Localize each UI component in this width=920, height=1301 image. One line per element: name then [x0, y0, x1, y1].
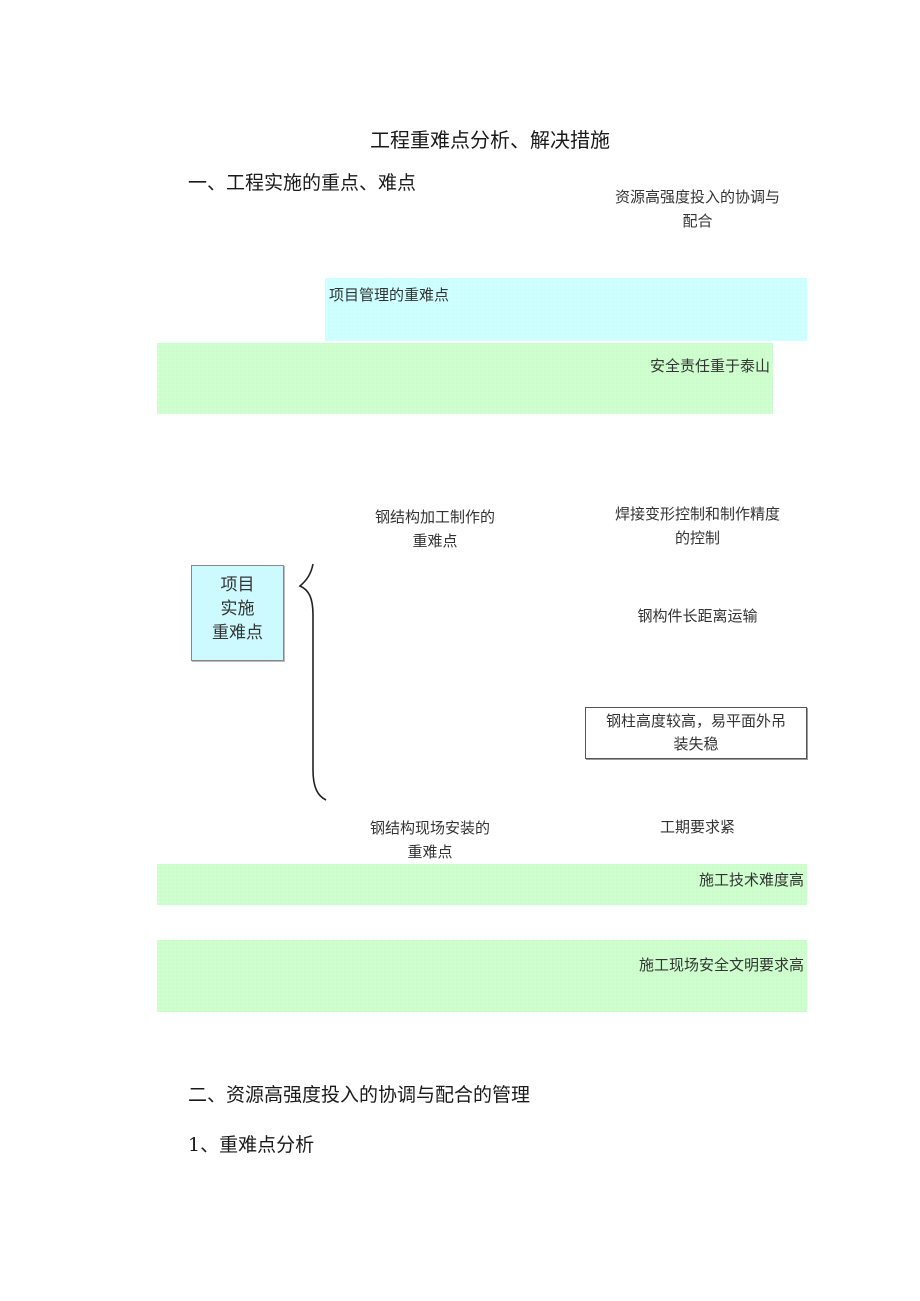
steel-fabrication-line-2: 重难点 — [412, 532, 458, 550]
column-stability-line-1: 钢柱高度较高，易平面外吊 — [605, 712, 786, 730]
technical-difficulty-band: 施工技术难度高 — [157, 864, 807, 905]
subsection-1-heading: 1、重难点分析 — [188, 1134, 315, 1156]
column-stability-box: 钢柱高度较高，易平面外吊 装失稳 — [585, 707, 807, 759]
welding-control-label: 焊接变形控制和制作精度 的控制 — [590, 502, 805, 550]
project-management-label: 项目管理的重难点 — [329, 286, 450, 304]
steel-installation-line-1: 钢结构现场安装的 — [369, 819, 490, 837]
site-safety-label: 施工现场安全文明要求高 — [638, 956, 804, 974]
steel-installation-label: 钢结构现场安装的 重难点 — [335, 816, 525, 864]
resources-label-line-1: 资源高强度投入的协调与 — [614, 188, 780, 206]
welding-control-line-2: 的控制 — [674, 529, 720, 547]
tight-schedule-label: 工期要求紧 — [659, 818, 735, 836]
welding-control-line-1: 焊接变形控制和制作精度 — [614, 505, 780, 523]
section-2-heading: 二、资源高强度投入的协调与配合的管理 — [188, 1084, 531, 1106]
center-node-line-1: 项目 — [220, 575, 255, 595]
document-title: 工程重难点分析、解决措施 — [370, 128, 610, 152]
steel-fabrication-label: 钢结构加工制作的 重难点 — [340, 505, 530, 553]
steel-fabrication-line-1: 钢结构加工制作的 — [374, 508, 495, 526]
technical-difficulty-label: 施工技术难度高 — [698, 871, 804, 889]
center-node-line-2: 实施 — [220, 599, 255, 619]
resources-label-line-2: 配合 — [682, 212, 713, 230]
resources-coordination-label: 资源高强度投入的协调与 配合 — [590, 185, 805, 233]
safety-label: 安全责任重于泰山 — [649, 357, 770, 375]
site-safety-band: 施工现场安全文明要求高 — [157, 940, 807, 1012]
long-distance-transport-label: 钢构件长距离运输 — [637, 607, 758, 625]
steel-installation-line-2: 重难点 — [407, 843, 453, 861]
section-1-heading: 一、工程实施的重点、难点 — [188, 172, 417, 194]
project-management-band: 项目管理的重难点 — [325, 278, 807, 341]
project-difficulties-node: 项目 实施 重难点 — [191, 565, 284, 661]
curly-brace-icon — [298, 563, 327, 801]
column-stability-line-2: 装失稳 — [673, 735, 719, 753]
center-node-line-3: 重难点 — [212, 623, 263, 643]
safety-band: 安全责任重于泰山 — [157, 343, 773, 414]
